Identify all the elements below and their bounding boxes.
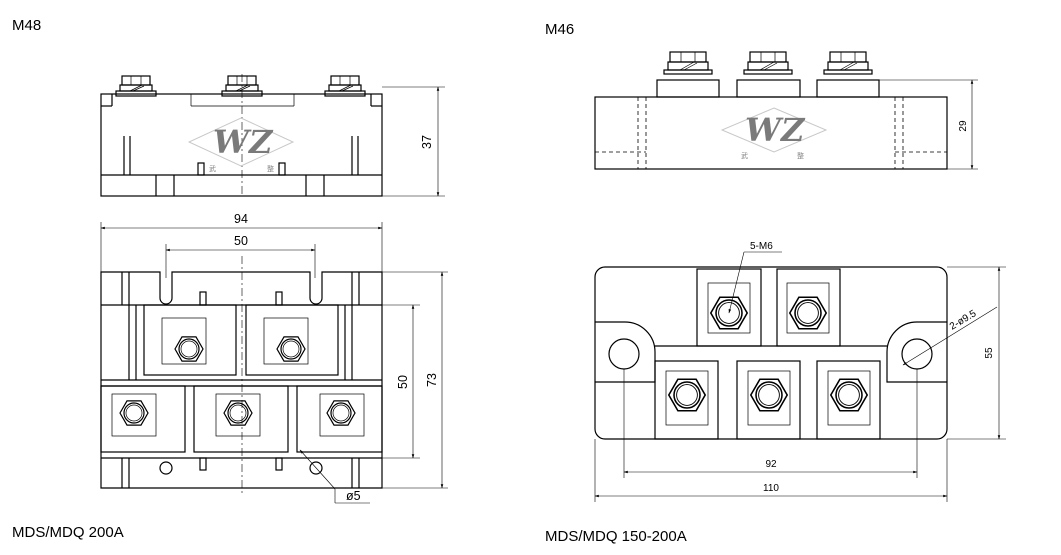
dim-width-left: 94 xyxy=(100,212,383,272)
logo-char-left: 武 xyxy=(209,164,216,173)
dim-depth-right: 55 xyxy=(947,266,1006,440)
dim-height-left: 37 xyxy=(382,86,445,197)
dim-inner-height-left: 50 xyxy=(382,304,420,459)
dim-hole-right: 2-ø9.5 xyxy=(902,306,998,366)
dim-label-37: 37 xyxy=(420,135,434,149)
dim-label-50h: 50 xyxy=(234,234,248,248)
dim-pitch-right: 92 xyxy=(623,369,918,478)
right-model-label: M46 xyxy=(545,21,574,38)
dim-label-29: 29 xyxy=(958,120,969,132)
left-series-label: MDS/MDQ 200A xyxy=(12,524,124,541)
right-side-view xyxy=(594,51,948,170)
dim-label-5m6: 5-M6 xyxy=(750,241,773,252)
logo-char-right: 整 xyxy=(267,164,274,173)
logo-char-right-right: 整 xyxy=(797,151,804,160)
logo-mark-right: WZ xyxy=(745,111,806,149)
logo-char-left-right: 武 xyxy=(741,151,748,160)
dim-width-right: 110 xyxy=(594,439,948,502)
dim-label-55: 55 xyxy=(984,347,995,359)
logo-mark: WZ xyxy=(213,123,274,161)
dim-label-94: 94 xyxy=(234,212,248,226)
left-plan-view xyxy=(100,256,383,495)
dim-hole-left: ø5 xyxy=(299,449,370,504)
dim-label-50v: 50 xyxy=(396,375,410,389)
dim-height-right: 29 xyxy=(879,79,978,170)
dim-inner-width-left: 50 xyxy=(165,234,316,278)
logo-watermark-right: WZ 武 整 xyxy=(720,107,828,160)
dim-thread-right: 5-M6 xyxy=(728,241,782,314)
dim-label-73: 73 xyxy=(425,373,439,387)
dim-label-hole5: ø5 xyxy=(346,489,361,503)
dim-label-110: 110 xyxy=(763,483,779,494)
logo-watermark-left: WZ 武 整 xyxy=(187,117,295,173)
left-side-view xyxy=(100,74,383,197)
dim-depth-left: 73 xyxy=(382,271,448,489)
dim-label-92: 92 xyxy=(765,459,777,470)
right-plan-view xyxy=(594,266,948,440)
left-model-label: M48 xyxy=(12,17,41,34)
dim-label-hole95: 2-ø9.5 xyxy=(948,308,979,333)
right-series-label: MDS/MDQ 150-200A xyxy=(545,528,687,545)
